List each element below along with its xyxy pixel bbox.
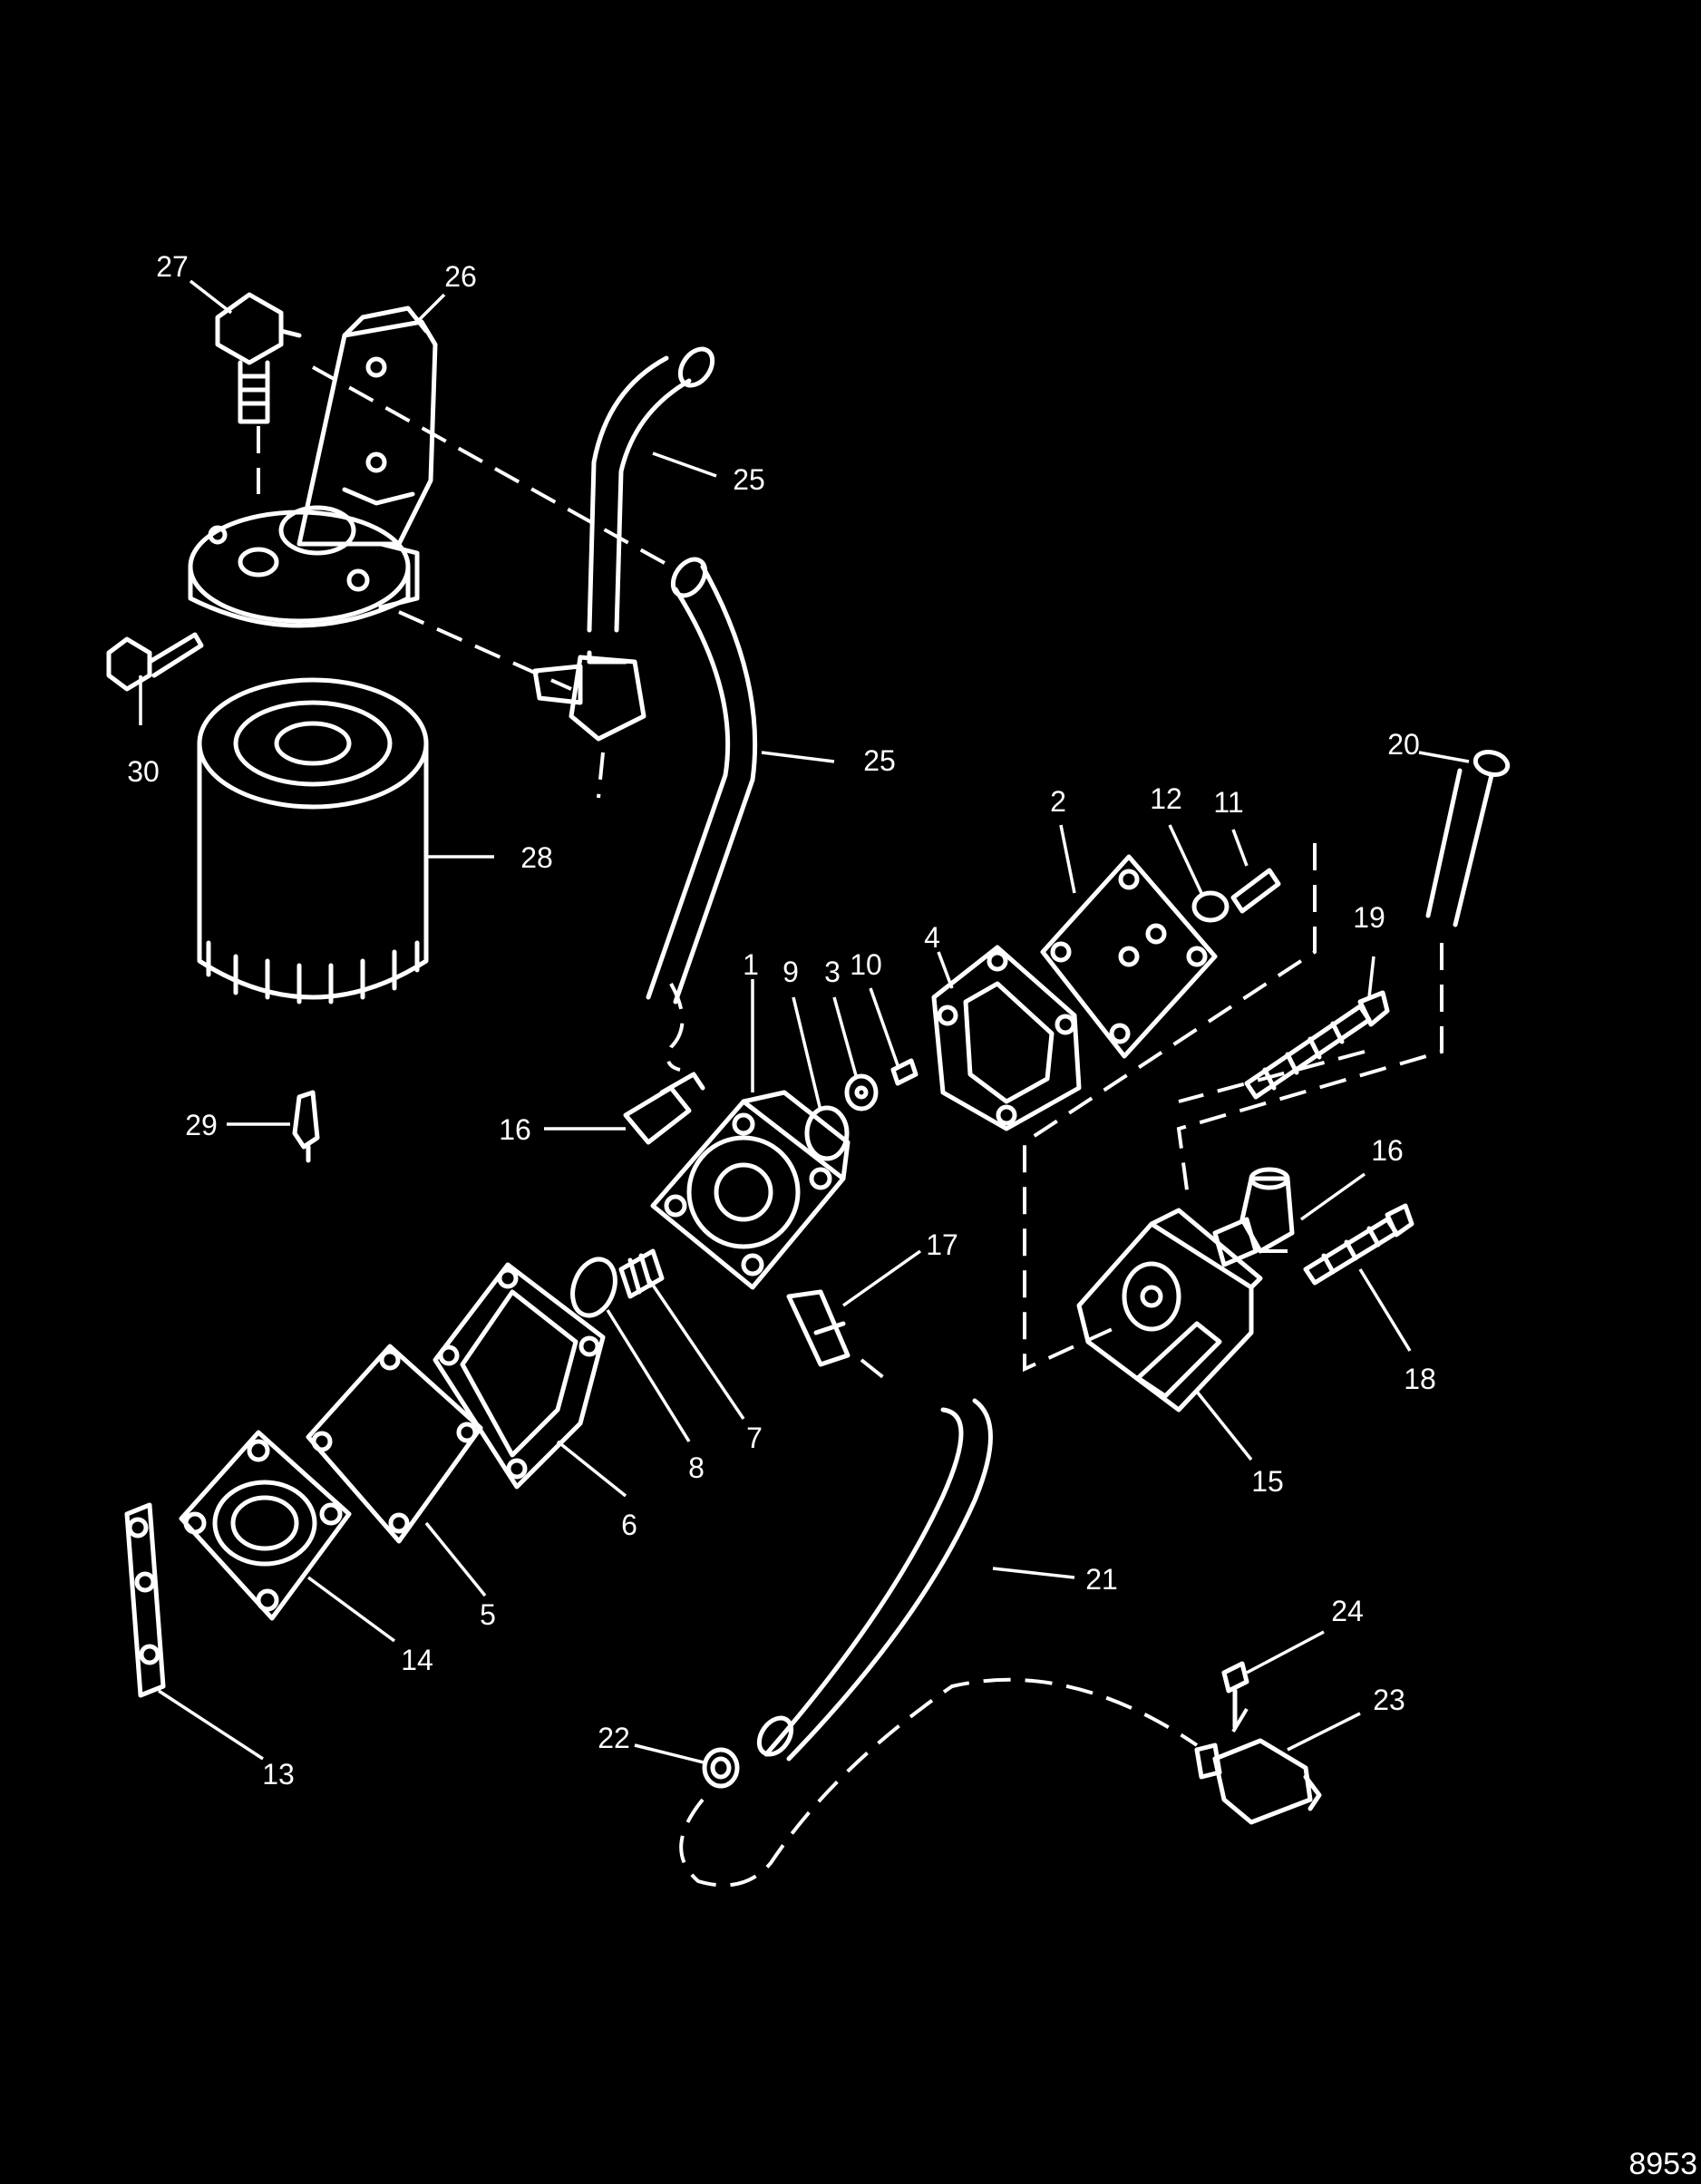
- callout-14: 14: [401, 1644, 433, 1676]
- callout-24: 24: [1331, 1595, 1364, 1627]
- bolt-30: [106, 632, 204, 692]
- o-ring-8: [570, 1257, 617, 1318]
- callout-18: 18: [1404, 1363, 1436, 1395]
- bracket-13: [124, 1502, 166, 1698]
- diaphragm-5: [306, 1344, 483, 1544]
- fitting-17: [786, 1289, 850, 1367]
- elbow-fitting-29: [215, 292, 302, 424]
- callout-30: 30: [127, 755, 160, 788]
- fuel-pump-body-1: [650, 1090, 850, 1290]
- callout-3: 3: [824, 956, 841, 988]
- callout-17: 17: [926, 1228, 958, 1261]
- screw-18: [1303, 1203, 1414, 1286]
- leader-lines: [139, 279, 1470, 1765]
- callout-20: 20: [1387, 728, 1420, 761]
- callout-15: 15: [1251, 1465, 1284, 1498]
- callout-21: 21: [1085, 1563, 1118, 1596]
- washer-9: [804, 1105, 850, 1161]
- callout-27: 29: [185, 1109, 218, 1141]
- callout-11: 11: [1213, 786, 1243, 819]
- callout-12: 12: [1150, 782, 1182, 815]
- callout-22: 22: [598, 1722, 630, 1754]
- diaphragm-2: [1040, 854, 1218, 1059]
- callout-8: 8: [688, 1451, 705, 1484]
- hose-20: [1425, 750, 1511, 927]
- fuel-pump-cover-15: [1076, 1208, 1263, 1412]
- callout-16-left: 16: [499, 1113, 531, 1146]
- gasket-6: [433, 1262, 606, 1490]
- callout-16-right: 16: [1371, 1134, 1404, 1167]
- callout-29: 27: [156, 250, 189, 283]
- drain-plug-27: [292, 1090, 320, 1163]
- elbow-fitting-adapter: [532, 650, 646, 742]
- callout-25-lower: 25: [863, 744, 896, 777]
- callout-28: 26: [444, 260, 477, 293]
- callout-9: 9: [782, 956, 799, 988]
- screw-11: [1230, 868, 1281, 914]
- drawing-number: 8953: [1628, 2147, 1697, 2181]
- assembly-lines: [257, 365, 1443, 1888]
- callout-6: 6: [621, 1509, 637, 1541]
- bolt-24: [1221, 1661, 1249, 1730]
- elbow-fitting-16-left: [623, 1072, 705, 1145]
- callout-10: 10: [850, 948, 882, 981]
- callout-23: 23: [1373, 1684, 1405, 1716]
- callout-4: 4: [924, 921, 940, 954]
- callout-5: 5: [480, 1598, 496, 1631]
- washer-12: [1191, 890, 1230, 923]
- callout-25-upper: 25: [733, 463, 765, 496]
- pump-base-14: [179, 1430, 352, 1621]
- callout-7: 7: [746, 1422, 763, 1454]
- screw-19: [1244, 990, 1390, 1100]
- fuel-filter-26: [197, 677, 429, 1005]
- check-valve-10: [890, 1058, 919, 1086]
- elbow-fitting-16-right: [1212, 1167, 1295, 1267]
- gasket-4: [931, 945, 1082, 1131]
- clamp-22: [702, 1747, 740, 1789]
- callout-2: 2: [1050, 785, 1066, 818]
- pressure-switch-23: [1194, 1738, 1322, 1825]
- callout-13: 13: [262, 1758, 295, 1791]
- hose-25-lower: [646, 557, 758, 1005]
- callout-1: 1: [743, 948, 759, 981]
- callout-labels: 27 26 25 25 28 30 29 16 1 9 3 10 4 2 12 …: [127, 250, 1436, 1791]
- filter-adapter-base: [188, 505, 420, 628]
- hose-21: [756, 1398, 993, 1762]
- callout-19: 19: [1353, 901, 1385, 934]
- washer-3: [844, 1073, 879, 1111]
- callout-26: 28: [520, 841, 553, 874]
- hose-25-upper: [587, 346, 715, 633]
